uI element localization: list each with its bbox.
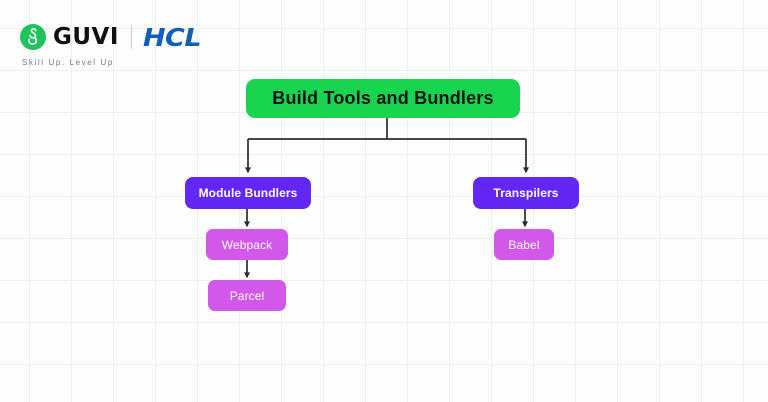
hcl-wordmark: HCL	[142, 22, 202, 52]
node-parcel[interactable]: Parcel	[208, 280, 286, 311]
node-webpack[interactable]: Webpack	[206, 229, 288, 260]
brand-header: GUVI HCL Skill Up. Level Up	[20, 22, 201, 67]
brand-logo-row: GUVI HCL	[20, 22, 201, 52]
node-module-bundlers[interactable]: Module Bundlers	[185, 177, 311, 209]
brand-separator	[130, 25, 132, 49]
node-transpilers[interactable]: Transpilers	[473, 177, 579, 209]
brand-tagline: Skill Up. Level Up	[22, 58, 114, 67]
node-build-tools-and-bundlers[interactable]: Build Tools and Bundlers	[246, 79, 520, 118]
guvi-circle-logo-icon	[20, 24, 46, 50]
guvi-wordmark: GUVI	[53, 23, 119, 50]
node-babel[interactable]: Babel	[494, 229, 554, 260]
